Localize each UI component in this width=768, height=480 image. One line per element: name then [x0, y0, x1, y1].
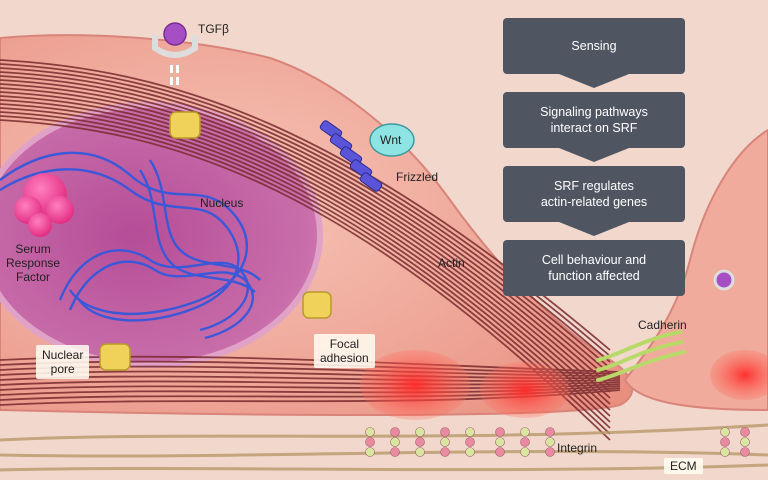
ecm-label: ECM: [664, 458, 703, 474]
nuclear-pore-icon: [99, 111, 332, 371]
integrin-icon: [365, 427, 375, 457]
flow-step-sensing: Sensing: [503, 18, 685, 74]
wnt-ligand-icon: [369, 123, 415, 157]
dna-strand: [0, 168, 240, 322]
integrin-icon: [465, 427, 475, 457]
actin-fiber: [0, 99, 611, 411]
integrin-icon: [740, 427, 750, 457]
actin-fiber: [0, 83, 611, 387]
integrin-label: Integrin: [557, 441, 598, 455]
tgfb-receptor-icon: [152, 22, 198, 85]
flow-arrow: [559, 74, 629, 88]
dna-helix: [0, 151, 261, 340]
dna-strand: [0, 151, 248, 316]
srf-label: Serum Response Factor: [6, 242, 61, 284]
nuclear-pore-label: Nuclear pore: [36, 345, 90, 379]
nucleus-label: Nucleus: [200, 196, 244, 210]
integrin-icon: [520, 427, 530, 457]
integrin-icon: [545, 427, 555, 457]
integrin-icon: [495, 427, 505, 457]
dna-strand: [149, 159, 261, 281]
actin-fiber: [0, 107, 611, 423]
nucleus-membrane: [0, 102, 323, 368]
wnt-label: Wnt: [380, 133, 402, 147]
dna-strand: [58, 249, 250, 332]
actin-fiber: [0, 119, 611, 441]
flow-step-srf-regulates: SRF regulates actin-related genes: [503, 166, 685, 222]
integrin-icon: [390, 427, 400, 457]
srf-protein: [14, 173, 74, 237]
actin-label: Actin: [438, 256, 465, 270]
focal-adhesion-icon: [360, 350, 768, 420]
flow-arrow: [559, 148, 629, 162]
ecm-fibers: [0, 423, 768, 472]
flow-step-signaling: Signaling pathways interact on SRF: [503, 92, 685, 148]
actin-fiber: [0, 95, 611, 405]
cadherin-label: Cadherin: [638, 318, 687, 332]
integrin-icons: [365, 427, 750, 457]
integrin-icon: [415, 427, 425, 457]
actin-fiber: [0, 103, 611, 417]
frizzled-label: Frizzled: [396, 170, 439, 184]
frizzled-receptor-icon: [319, 120, 383, 192]
neighbour-receptor-icon: [713, 269, 735, 291]
dna-strand: [139, 169, 256, 293]
flow-arrow: [559, 222, 629, 236]
actin-fiber: [0, 87, 611, 393]
actin-fiber: [0, 91, 611, 399]
integrin-icon: [720, 427, 730, 457]
actin-fiber: [0, 111, 611, 429]
cadherin-icons: [596, 330, 686, 382]
tgfb-label: TGFβ: [198, 22, 229, 36]
actin-fiber: [0, 115, 611, 435]
integrin-icon: [440, 427, 450, 457]
flow-step-cell-behaviour: Cell behaviour and function affected: [503, 240, 685, 296]
focal-adhesion-label: Focal adhesion: [314, 334, 375, 368]
